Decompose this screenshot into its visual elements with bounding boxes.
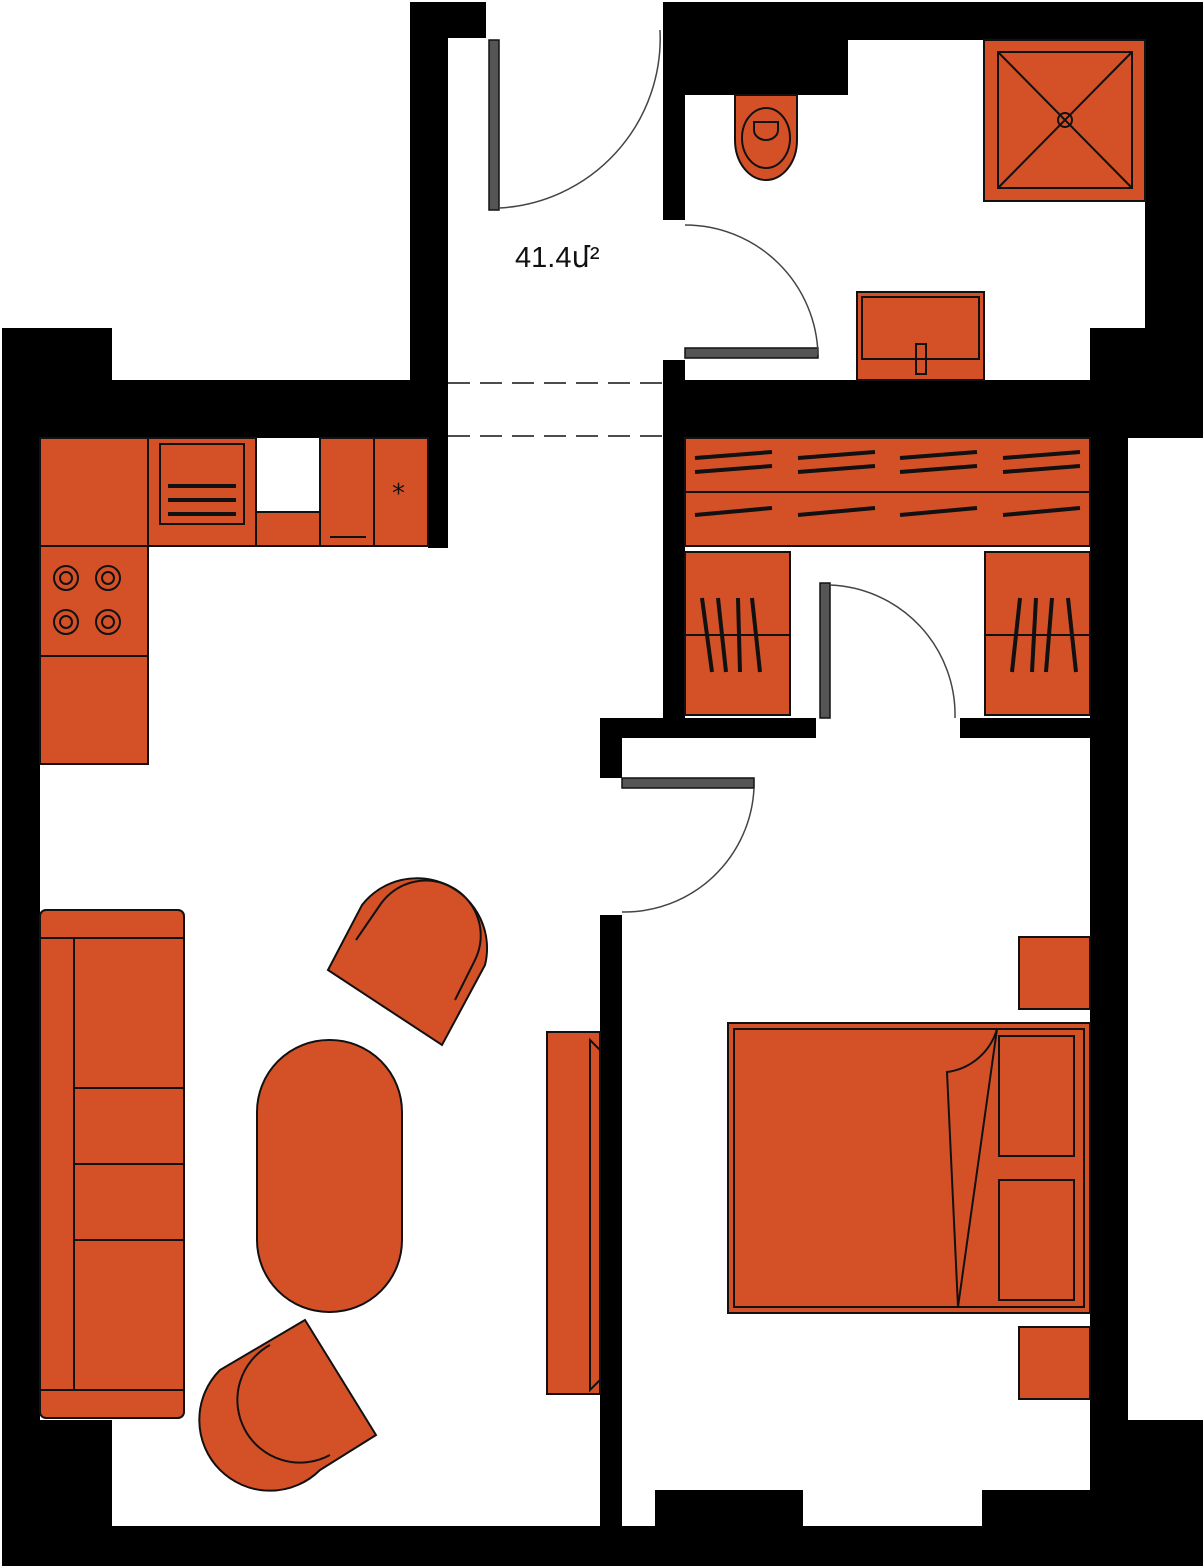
armchair-bottom [198, 1318, 378, 1492]
table [256, 1039, 403, 1313]
tv-stand [546, 1031, 601, 1395]
bed [727, 1022, 1091, 1314]
area-label: 41.4մ² [515, 242, 600, 274]
nightstand [1018, 936, 1091, 1010]
kitchen-sink [147, 437, 257, 547]
bathroom [734, 39, 1146, 381]
nightstand [1018, 1326, 1091, 1400]
doors [488, 29, 956, 913]
opening-dashes [448, 382, 663, 437]
bedroom [727, 936, 1091, 1400]
armchair-top [326, 877, 488, 1047]
stove [39, 545, 149, 657]
sink [856, 291, 985, 381]
wardrobes [684, 437, 1091, 716]
svg-text:*: * [392, 479, 405, 509]
living-room [39, 877, 601, 1492]
kitchen: * [39, 437, 429, 765]
